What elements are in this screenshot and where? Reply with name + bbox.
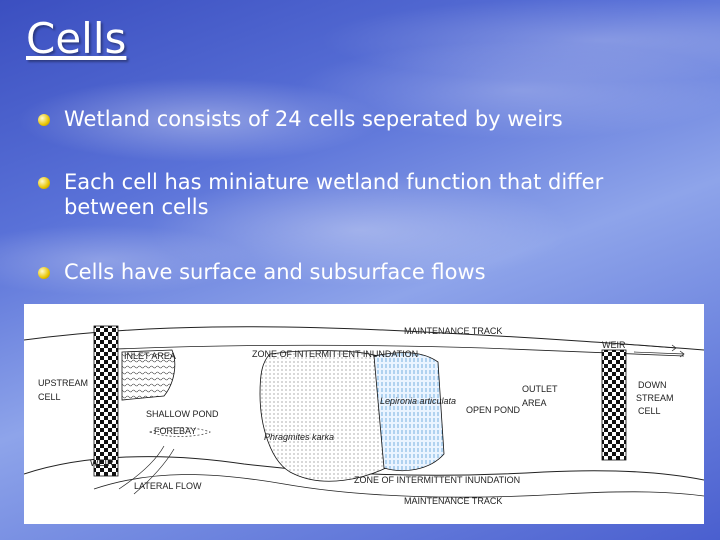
label-weir-right: WEIR (602, 340, 626, 350)
label-outlet-2: AREA (522, 398, 547, 408)
label-phragmites: Phragmites karka (264, 432, 334, 442)
slide-title: Cells (26, 14, 127, 63)
label-upstream-1: UPSTREAM (38, 378, 88, 388)
label-open-pond: OPEN POND (466, 405, 521, 415)
label-lateral-flow: LATERAL FLOW (134, 481, 202, 491)
lateral-flow-arrows (118, 445, 175, 495)
flow-arrows (623, 343, 685, 358)
bullet-text: Cells have surface and subsurface flows (64, 260, 486, 284)
label-maintenance-bottom: MAINTENANCE TRACK (404, 496, 502, 506)
forebay-outline (149, 427, 211, 437)
bullet-text: Each cell has miniature wetland function… (64, 170, 604, 219)
label-downstream-1: DOWN (638, 380, 667, 390)
label-downstream-2: STREAM (636, 393, 674, 403)
weir-right-block (601, 349, 627, 461)
label-shallow-pond: SHALLOW POND (146, 409, 219, 419)
label-zone-top: ZONE OF INTERMITTENT INUNDATION (252, 349, 418, 359)
inlet-area (121, 349, 176, 401)
weir-left-block (93, 325, 119, 477)
diagram-svg: MAINTENANCE TRACK WEIR INLET AREA ZONE O… (23, 325, 705, 506)
bullet-dot-icon (38, 114, 50, 126)
stream-bottom-edge (23, 456, 705, 481)
bullet-text: Wetland consists of 24 cells seperated b… (64, 107, 563, 131)
stream-top-edge (23, 326, 705, 351)
phragmites-zone (259, 350, 395, 482)
stream-bottom-inner (93, 474, 705, 498)
label-forebay: FOREBAY (154, 426, 196, 436)
label-lepironia: Lepironia articulata (380, 396, 456, 406)
label-inlet-area: INLET AREA (124, 351, 176, 361)
label-maintenance-top: MAINTENANCE TRACK (404, 326, 502, 336)
label-zone-bottom: ZONE OF INTERMITTENT INUNDATION (354, 475, 520, 485)
bullet-dot-icon (38, 267, 50, 279)
wetland-cell-diagram: MAINTENANCE TRACK WEIR INLET AREA ZONE O… (23, 304, 705, 524)
label-upstream-2: CELL (38, 392, 61, 402)
stream-top-inner (93, 344, 685, 357)
label-outlet-1: OUTLET (522, 384, 558, 394)
label-downstream-3: CELL (638, 406, 661, 416)
bullet-dot-icon (38, 177, 50, 189)
label-weir-left: WEIR (90, 458, 114, 468)
lepironia-zone (373, 352, 445, 471)
